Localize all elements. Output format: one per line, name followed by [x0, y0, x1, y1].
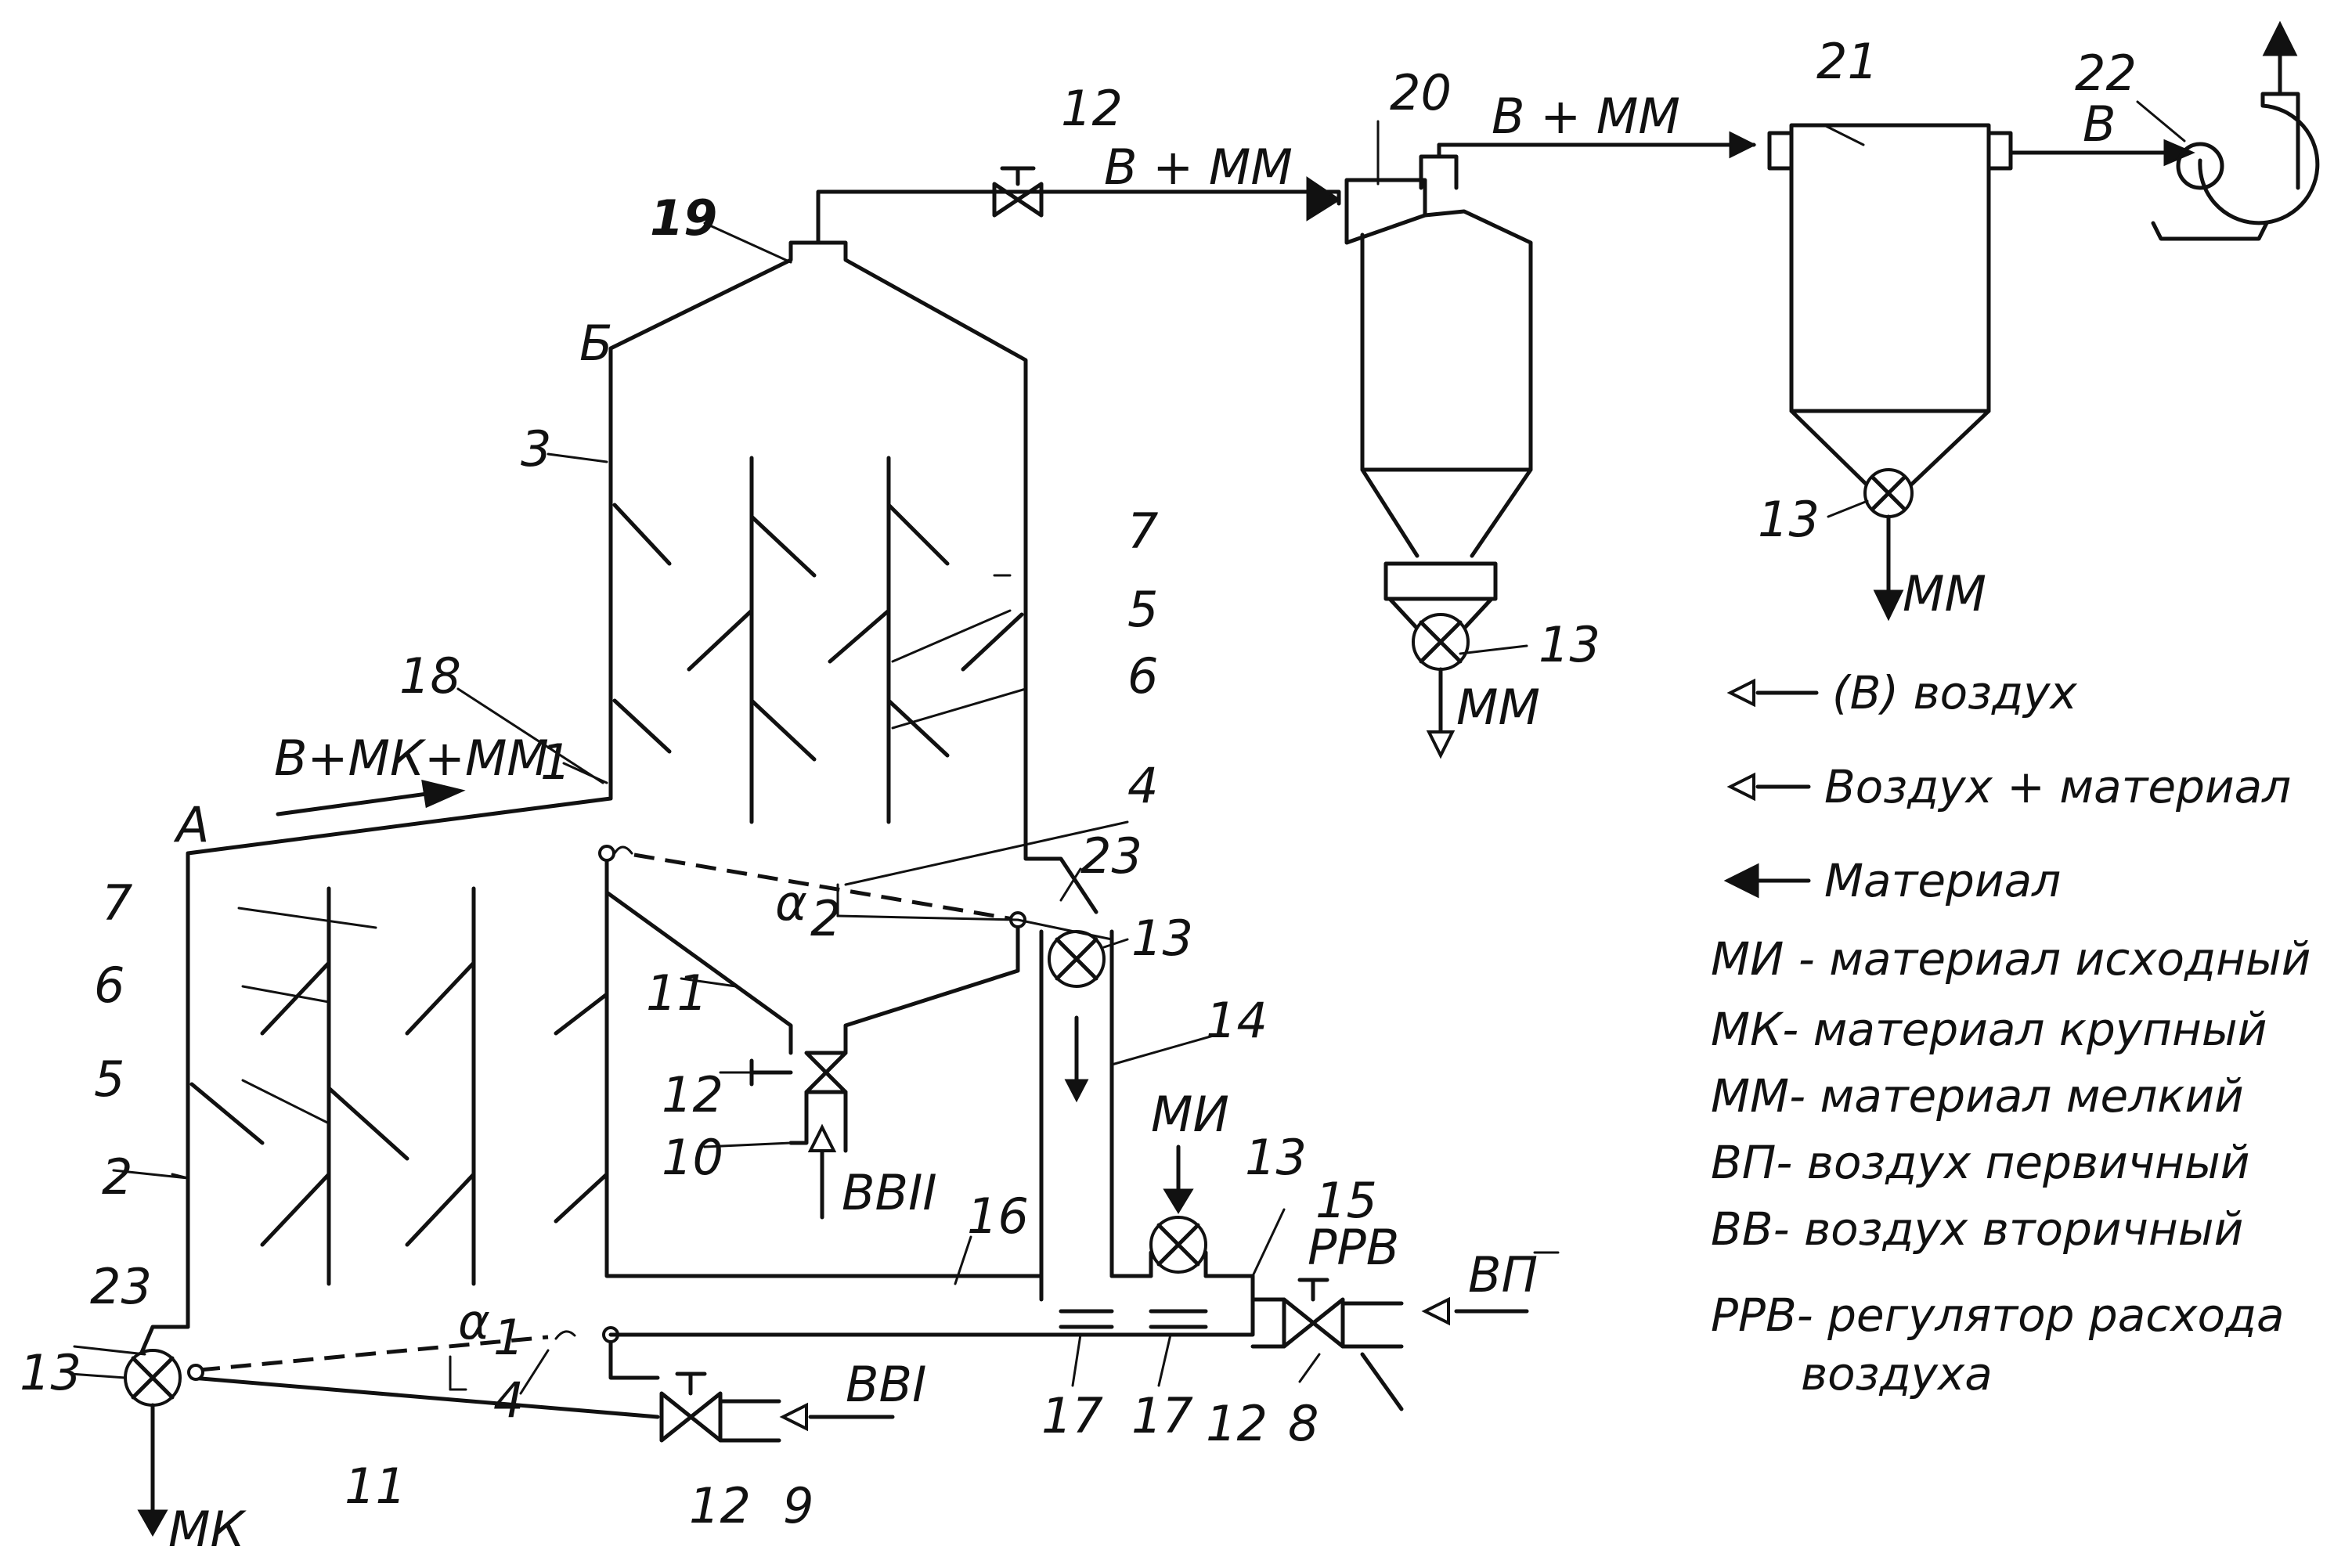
exhaust-fan [2153, 23, 2318, 239]
label-13-a: 13 [20, 1344, 81, 1401]
rrv-label: РРВ [1308, 1219, 1399, 1276]
label-7-upper: 7 [1127, 503, 1158, 560]
legend-material: Материал [1824, 854, 2061, 907]
legend-mi: МИ - материал исходный [1711, 932, 2311, 986]
feeder-mi [1151, 1147, 1206, 1276]
label-17-b: 17 [1131, 1387, 1193, 1444]
out-mm-filter: ММ [1903, 565, 1986, 622]
stage2-shelves [615, 458, 1022, 822]
legend-rrv-1: РРВ- регулятор расхода [1711, 1289, 2285, 1342]
label-17-a: 17 [1041, 1387, 1103, 1444]
label-21: 21 [1816, 33, 1878, 90]
label-5-lower: 5 [94, 1051, 124, 1108]
alpha1-symbol: α [458, 1293, 490, 1350]
stage1-column [141, 243, 1096, 1354]
point-b: Б [579, 315, 613, 372]
label-2: 2 [102, 1148, 132, 1206]
in-vv2: ВВII [842, 1164, 937, 1221]
feeder-23 [1049, 932, 1104, 986]
label-12-right: 12 [1206, 1395, 1268, 1452]
in-mi: МИ [1151, 1086, 1229, 1143]
label-6-lower: 6 [94, 957, 124, 1014]
label-4-lower: 4 [493, 1372, 524, 1429]
point-a: A [173, 796, 209, 853]
label-7-lower: 7 [102, 874, 132, 932]
label-23-left: 23 [90, 1258, 152, 1315]
legend-vp: ВП- воздух первичный [1711, 1136, 2249, 1189]
label-8: 8 [1288, 1395, 1319, 1452]
label-11-lower: 11 [345, 1458, 406, 1515]
label-14: 14 [1206, 992, 1268, 1049]
label-3: 3 [521, 420, 551, 478]
label-11-upper: 11 [646, 964, 708, 1022]
legend: (В) воздух Воздух + материал Материал МИ… [1711, 666, 2311, 1400]
label-6-upper: 6 [1127, 647, 1158, 705]
flow-air-mk-mm: В+МК+ММ [274, 730, 549, 787]
label-9: 9 [783, 1477, 813, 1534]
label-20: 20 [1390, 64, 1452, 121]
legend-rrv-2: воздуха [1801, 1347, 1993, 1400]
legend-vv: ВВ- воздух вторичный [1711, 1202, 2243, 1256]
out-mk: МК [168, 1501, 247, 1558]
label-12-mid: 12 [662, 1066, 723, 1123]
label-12-bottom: 12 [689, 1477, 751, 1534]
alpha1-sub: 1 [493, 1309, 524, 1366]
legend-air-material: Воздух + материал [1824, 760, 2291, 813]
label-22: 22 [2075, 45, 2137, 102]
flow-air-mm-2: В + ММ [1492, 88, 1680, 145]
label-13-e: 13 [1758, 491, 1820, 548]
label-4-upper: 4 [1127, 757, 1158, 814]
legend-air: (В) воздух [1832, 666, 2077, 719]
label-13-d: 13 [1539, 616, 1600, 673]
label-23-right: 23 [1080, 827, 1142, 885]
legend-mk: МК- материал крупный [1711, 1003, 2267, 1056]
label-12-top: 12 [1061, 80, 1123, 137]
alpha2-symbol: α [775, 874, 807, 932]
bag-filter [1769, 125, 2192, 618]
label-13-b: 13 [1131, 910, 1193, 967]
label-19: 19 [650, 189, 717, 247]
alpha2-sub: 2 [810, 890, 841, 947]
label-10: 10 [662, 1129, 723, 1186]
in-vp: ВП [1468, 1246, 1538, 1303]
label-13-c: 13 [1245, 1129, 1307, 1186]
flow-air-mm-1: В + ММ [1104, 139, 1293, 196]
legend-mm: ММ- материал мелкий [1711, 1069, 2244, 1123]
label-5-upper: 5 [1127, 581, 1158, 638]
label-18: 18 [399, 647, 461, 705]
label-16: 16 [967, 1188, 1029, 1245]
legend-arrows [1726, 681, 1816, 896]
in-vv1: ВВI [846, 1356, 926, 1413]
flow-air: В [2083, 96, 2116, 153]
out-mm-cyclone: ММ [1456, 679, 1540, 736]
